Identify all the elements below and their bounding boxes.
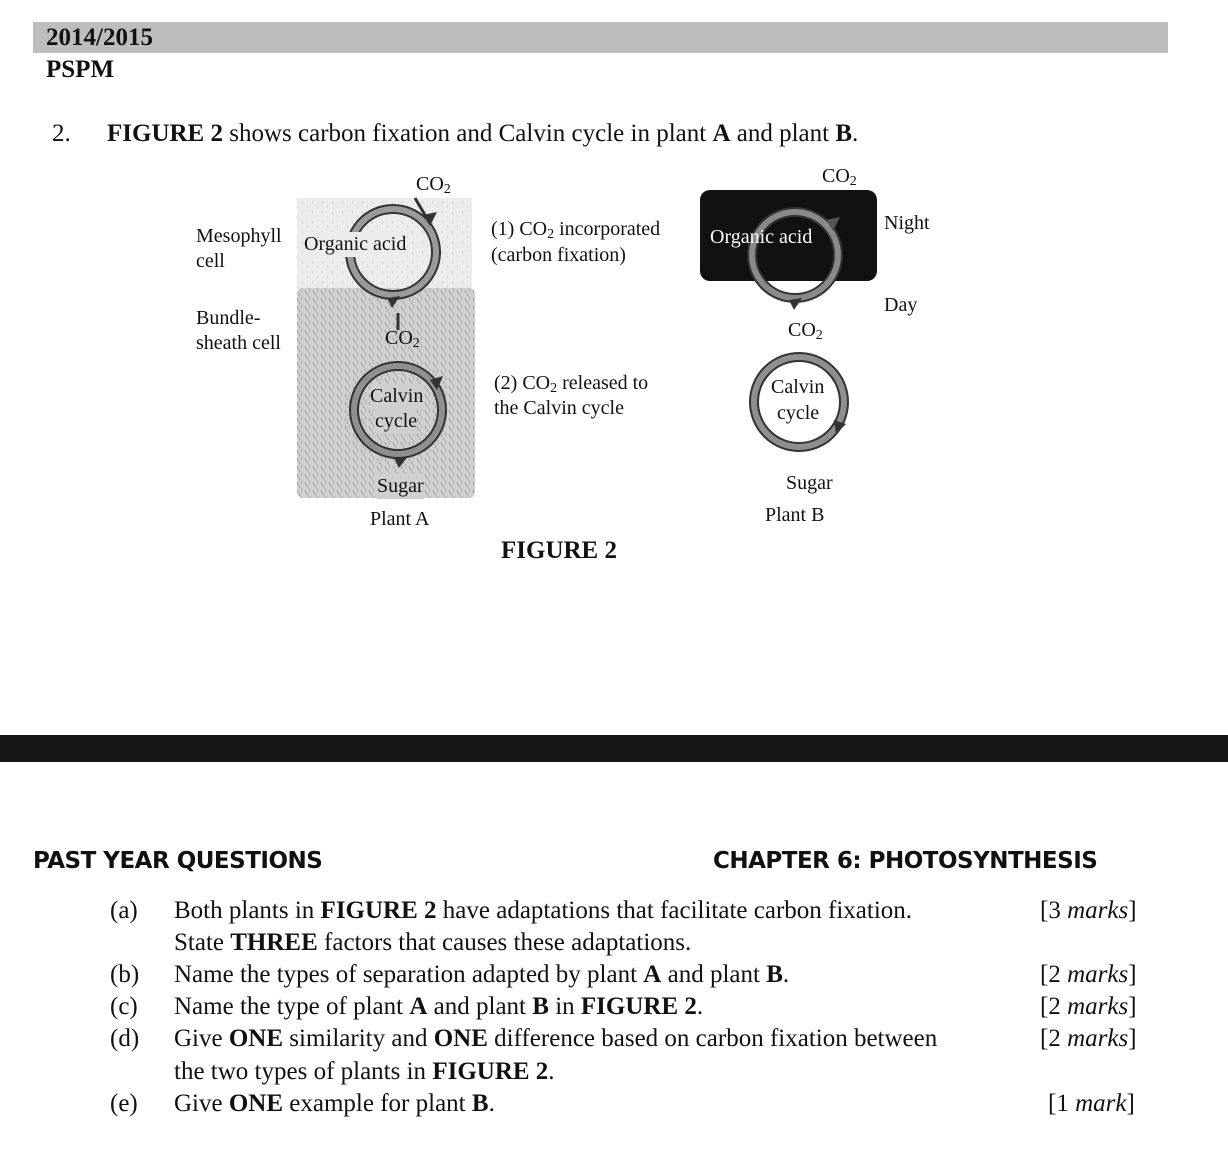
subquestion-b-letter: (b) xyxy=(110,961,140,988)
subquestion-e-letter: (e) xyxy=(110,1090,138,1117)
plant-b-organic-acid: Organic acid xyxy=(710,226,813,248)
subquestion-d-line1: Give ONE similarity and ONE difference b… xyxy=(174,1025,938,1052)
plant-a-name: Plant A xyxy=(370,508,430,530)
plant-b-calvin-line2: cycle xyxy=(777,402,820,424)
page-separator xyxy=(0,735,1228,762)
figure-2-diagram xyxy=(297,190,877,498)
exam-name: PSPM xyxy=(46,56,115,83)
plant-a-sugar: Sugar xyxy=(377,474,424,499)
subquestion-b-marks: [2 marks] xyxy=(1040,961,1137,988)
intro-part: . xyxy=(852,120,859,147)
note-1-line1: (1) CO2 incorporated xyxy=(491,218,661,242)
plant-a-calvin-cycle xyxy=(349,313,447,468)
exam-year: 2014/2015 xyxy=(46,24,153,51)
subquestion-d-letter: (d) xyxy=(110,1025,140,1052)
plant-b-calvin-cycle xyxy=(749,352,849,452)
subquestion-e-marks: [1 mark] xyxy=(1048,1090,1135,1117)
subquestion-e-line1: Give ONE example for plant B. xyxy=(174,1090,495,1117)
intro-part: and plant xyxy=(730,120,836,147)
intro-part: A xyxy=(712,120,731,147)
night-box xyxy=(700,190,877,281)
plant-a-calvin-line2: cycle xyxy=(375,409,418,434)
mesophyll-label-line1: Mesophyll xyxy=(196,225,282,247)
question-number: 2. xyxy=(52,120,71,147)
section-title-right: CHAPTER 6: PHOTOSYNTHESIS xyxy=(713,848,1098,874)
bundle-sheath-label-line2: sheath cell xyxy=(196,332,281,354)
subquestion-d-marks: [2 marks] xyxy=(1040,1025,1137,1052)
subquestion-a-marks: [3 marks] xyxy=(1040,897,1137,924)
plant-b-co2-mid: CO2 xyxy=(788,319,823,343)
intro-part: FIGURE 2 xyxy=(107,120,223,147)
subquestion-d-line2: the two types of plants in FIGURE 2. xyxy=(174,1058,555,1085)
day-label: Day xyxy=(884,294,918,316)
subquestion-b-line1: Name the types of separation adapted by … xyxy=(174,961,790,988)
intro-part: B xyxy=(835,120,853,147)
figure-caption: FIGURE 2 xyxy=(501,537,617,564)
plant-a-co2-mid: CO2 xyxy=(385,327,420,351)
intro-part: shows carbon fixation and Calvin cycle i… xyxy=(222,120,713,147)
plant-b-sugar: Sugar xyxy=(786,472,833,494)
header-bar xyxy=(33,22,1168,53)
plant-b-calvin-line1: Calvin xyxy=(771,376,825,398)
plant-a-organic-acid: Organic acid xyxy=(304,232,407,257)
section-title-left: PAST YEAR QUESTIONS xyxy=(33,848,323,874)
bundle-sheath-label-line1: Bundle- xyxy=(196,307,261,329)
note-2-line2: the Calvin cycle xyxy=(494,397,624,419)
subquestion-c-line1: Name the type of plant A and plant B in … xyxy=(174,993,704,1020)
plant-b-name: Plant B xyxy=(765,504,825,526)
note-2-line1: (2) CO2 released to xyxy=(494,372,649,396)
plant-a-co2-top: CO2 xyxy=(416,173,451,197)
subquestion-a-line2: State THREE factors that causes these ad… xyxy=(174,929,692,956)
subquestion-a-line1: Both plants in FIGURE 2 have adaptations… xyxy=(174,897,913,924)
note-1-line2: (carbon fixation) xyxy=(491,244,626,266)
subquestion-c-marks: [2 marks] xyxy=(1040,993,1137,1020)
plant-b-fixation-cycle xyxy=(747,207,843,310)
plant-b-co2-top: CO2 xyxy=(822,165,857,189)
mesophyll-label-line2: cell xyxy=(196,250,225,272)
subquestion-a-letter: (a) xyxy=(110,897,138,924)
plant-a-calvin-line1: Calvin xyxy=(370,384,424,409)
night-label: Night xyxy=(884,212,930,234)
subquestion-c-letter: (c) xyxy=(110,993,138,1020)
question-intro: 2. FIGURE 2 shows carbon fixation and Cal… xyxy=(52,120,858,148)
